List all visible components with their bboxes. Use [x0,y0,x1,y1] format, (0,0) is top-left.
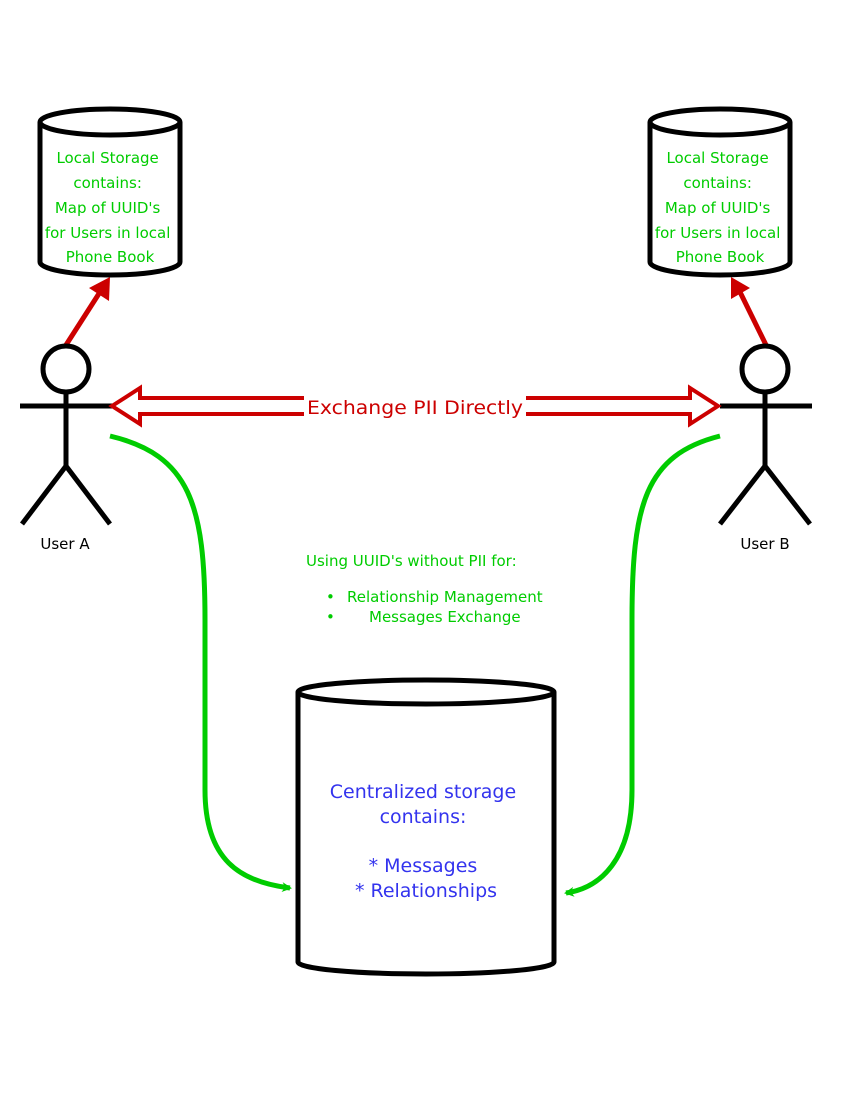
uuid-note-heading: Using UUID's without PII for: [306,552,517,570]
uuid-note-bullet-2: Messages Exchange [369,608,521,626]
centralized-storage-body [295,692,557,977]
uuid-note-bullet-1-symbol: • [326,588,335,606]
local-storage-a-line-3: Map of UUID's [55,199,161,217]
central-storage-line-4: * Messages [369,855,478,877]
user-b-label: User B [740,535,789,553]
central-storage-line-1: Centralized storage [330,781,516,803]
svg-text:Local Storage contains:: Local Storage contains: Map of UUID's fo… [655,149,785,266]
pii-arrow-left-part [108,384,304,428]
svg-text:Local Storage contains:: Local Storage contains: Map of UUID's fo… [45,149,175,266]
local-storage-b-top [647,106,793,138]
user-a-actor [20,343,112,526]
user-b-head [739,343,791,395]
local-storage-a: Local Storage contains: Map of UUID's fo… [37,106,183,278]
central-storage-line-5: * Relationships [355,880,497,902]
user-b-to-local-storage-arrow [731,277,769,347]
user-a-head [40,343,92,395]
local-storage-a-top [37,106,183,138]
local-storage-b-line-5: Phone Book [676,248,765,266]
uuid-note-bullet-1: Relationship Management [347,588,543,606]
local-storage-a-body [37,122,183,278]
central-storage-line-2: contains: [380,806,467,828]
user-a-label: User A [40,535,90,553]
user-a-to-local-storage-arrow [63,277,110,347]
local-storage-b-body [647,122,793,278]
user-b-to-central-storage-arrow [564,433,721,897]
user-a-to-central-storage-arrow [109,433,292,893]
local-storage-a-line-4: for Users in local [45,224,171,242]
local-storage-b-line-4: for Users in local [655,224,781,242]
local-storage-b: Local Storage contains: Map of UUID's fo… [647,106,793,278]
local-storage-b-line-3: Map of UUID's [665,199,771,217]
local-storage-a-line-1: Local Storage [56,149,158,167]
pii-exchange-arrow [108,384,722,428]
centralized-storage-top [295,677,557,707]
local-storage-b-line-1: Local Storage [666,149,768,167]
uuid-note-bullet-2-symbol: • [326,608,335,626]
local-storage-a-line-2: contains: [73,174,142,192]
local-storage-b-line-2: contains: [683,174,752,192]
svg-text:Centralized storage cont: Centralized storage contains: * Messages… [330,781,522,902]
pii-exchange-label: Exchange PII Directly [307,397,523,419]
uuid-note: Using UUID's without PII for: • Relation… [306,552,543,626]
centralized-storage: Centralized storage contains: * Messages… [295,677,557,977]
pii-arrow-right-part [526,384,722,428]
user-b-actor [718,343,812,526]
local-storage-a-line-5: Phone Book [66,248,155,266]
